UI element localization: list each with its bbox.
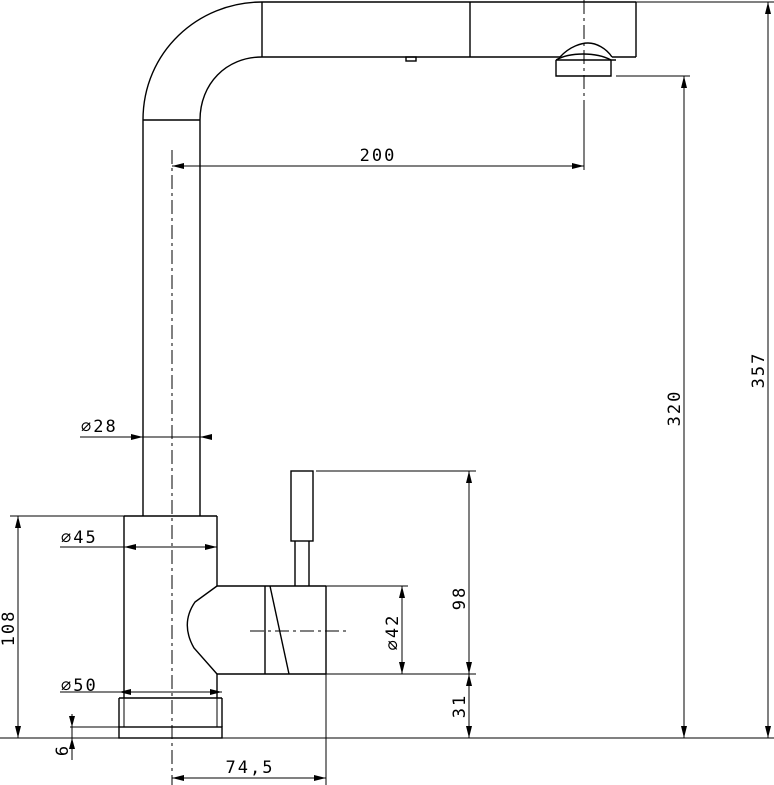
dimension-lines (15, 2, 771, 781)
faucet-outline (118, 1, 637, 739)
dim-label-pipe-diameter: ∅28 (81, 417, 118, 437)
dim-label-357: 357 (749, 352, 769, 389)
dim-label-108: 108 (0, 610, 19, 647)
dim-label-98: 98 (450, 586, 470, 610)
dim-label-320: 320 (665, 390, 685, 427)
dim-label-31: 31 (450, 694, 470, 718)
dim-label-handle-diameter: ∅42 (383, 614, 403, 651)
dim-label-base-diameter: ∅50 (61, 676, 98, 696)
dim-label-body-diameter: ∅45 (61, 528, 98, 548)
dim-label-74-5: 74,5 (226, 758, 275, 778)
dim-label-6: 6 (53, 744, 73, 756)
dim-label-200: 200 (360, 146, 397, 166)
center-lines (171, 0, 585, 785)
dimension-labels: 200 357 320 ∅28 ∅45 ∅50 108 98 ∅42 31 6 … (0, 146, 769, 778)
